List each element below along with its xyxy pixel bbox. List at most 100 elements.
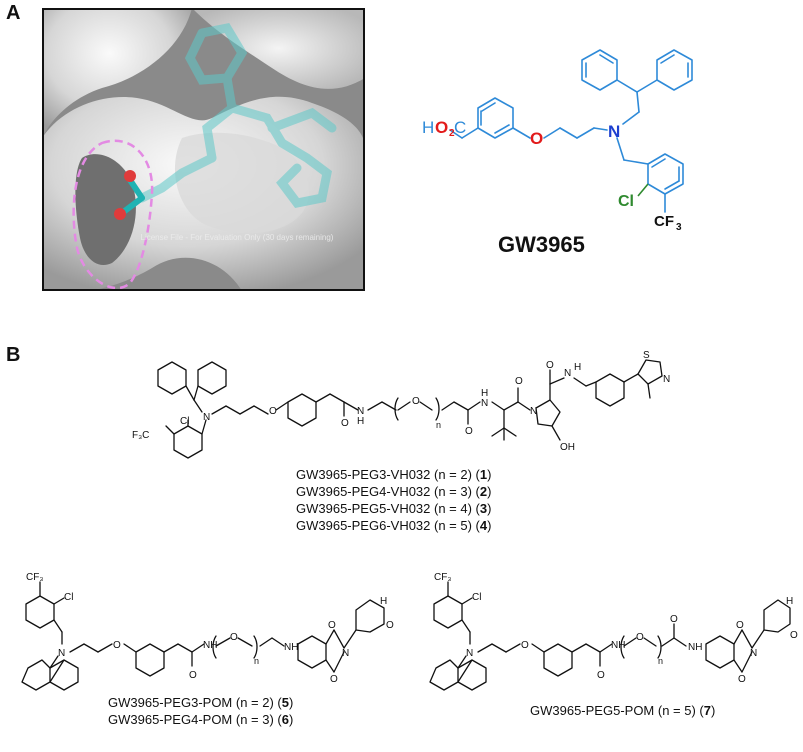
label-o: O (230, 632, 238, 643)
label-n: N (466, 648, 473, 659)
surface-lobe (42, 8, 192, 138)
label-n: N (58, 648, 65, 659)
label-o: O (386, 620, 394, 631)
surface-lobe (192, 8, 365, 89)
label-n: N (530, 406, 537, 417)
label-oh: OH (560, 442, 575, 453)
label-n-subscript: n (254, 656, 259, 666)
label-n: N (342, 648, 349, 659)
watermark-text: License File - For Evaluation Only (30 d… (141, 233, 334, 242)
label-o: O (341, 418, 349, 429)
panel-letter-a: A (6, 2, 21, 24)
panel-frame (42, 8, 365, 291)
ligand-sticks (137, 22, 337, 208)
label-o: O (189, 670, 197, 681)
label-o: O (465, 426, 473, 437)
pocket-outline (72, 139, 154, 290)
label-cf3: CF₃ (26, 572, 43, 583)
label-n: N (663, 374, 670, 385)
phenyl-ring (656, 49, 693, 91)
label-o: O (269, 406, 277, 417)
atom-cl: Cl (618, 193, 634, 210)
label-h: H (574, 362, 581, 373)
phenyl-ring (581, 49, 618, 91)
atom-h: H (422, 118, 434, 137)
gw3965-structure: H O 2 C O N Cl CF 3 (422, 49, 693, 233)
phenyl-ring (429, 659, 459, 691)
label-nh: N (357, 406, 364, 417)
label-nh: N (564, 368, 571, 379)
compound-caption: GW3965-PEG4-VH032 (n = 3) (2) (296, 484, 492, 499)
label-o: O (670, 614, 678, 625)
glutarimide-ring (763, 599, 791, 633)
pyrrolidine-ring (535, 399, 561, 427)
label-o: O (515, 376, 523, 387)
label-cl: Cl (180, 416, 189, 427)
glutarimide-ring (355, 599, 385, 633)
label-cl: Cl (64, 592, 73, 603)
aryl-ring (135, 643, 165, 677)
phenyl-ring (457, 659, 487, 691)
label-n-subscript: n (436, 420, 441, 430)
atom-c: C (454, 118, 466, 137)
label-o: O (546, 360, 554, 371)
label-cl: Cl (472, 592, 481, 603)
compound-caption: GW3965-PEG4-POM (n = 3) (6) (108, 712, 294, 727)
compound-caption: GW3965-PEG3-POM (n = 2) (5) (108, 695, 294, 710)
oxygen-atom (124, 170, 136, 182)
label-cf3: CF₃ (434, 572, 451, 583)
label-o: O (790, 630, 798, 641)
aryl-ring (595, 373, 625, 407)
label-o: O (736, 620, 744, 631)
compound-caption: GW3965-PEG5-VH032 (n = 4) (3) (296, 501, 492, 516)
label-nh: NH (688, 642, 702, 653)
label-h: H (357, 416, 364, 427)
label-o: O (412, 396, 420, 407)
label-s: S (643, 350, 650, 361)
label-o: O (521, 640, 529, 651)
phenyl-ring (21, 659, 51, 691)
label-f3c: F₃C (132, 430, 149, 441)
vh032-conjugate-structure: F₃C Cl N O O N H O n O N H O N OH O N H … (132, 350, 670, 459)
label-nh: NH (284, 642, 298, 653)
phthalimide-ring (705, 635, 735, 669)
vh032-caption-list: GW3965-PEG3-VH032 (n = 2) (1) GW3965-PEG… (296, 466, 491, 534)
atom-cf3-subscript: 3 (676, 222, 682, 233)
atom-cf: CF (654, 213, 674, 230)
atom-o: O (435, 118, 448, 137)
compound-name: GW3965 (498, 232, 585, 257)
label-nh: NH (203, 640, 217, 651)
label-nh: N (481, 398, 488, 409)
pom-left-caption-list: GW3965-PEG3-POM (n = 2) (5) GW3965-PEG4-… (108, 694, 293, 728)
phenyl-ring (49, 659, 79, 691)
label-n: N (750, 648, 757, 659)
pom-conjugate-structure-right: CF₃ Cl N O O NH O n O NH O O N O H (429, 572, 798, 691)
label-o: O (113, 640, 121, 651)
pom-conjugate-structure-left: CF₃ Cl N O O NH O n NH O O N O H (21, 572, 394, 691)
label-h: H (786, 596, 793, 607)
label-nh: NH (611, 640, 625, 651)
carboxylate-sticks (119, 177, 145, 216)
label-n: N (203, 412, 210, 423)
label-h: H (481, 388, 488, 399)
phenyl-ring (197, 361, 227, 395)
label-n-subscript: n (658, 656, 663, 666)
phenyl-ring (157, 361, 187, 395)
label-o: O (738, 674, 746, 685)
aryl-ring (543, 643, 573, 677)
label-o: O (330, 674, 338, 685)
benzyl-ring (25, 595, 55, 629)
pom-right-caption-list: GW3965-PEG5-POM (n = 5) (7) (530, 702, 715, 719)
label-o: O (597, 670, 605, 681)
label-o: O (328, 620, 336, 631)
phthalimide-ring (297, 635, 327, 669)
label-h: H (380, 596, 387, 607)
atom-n: N (608, 122, 620, 141)
panel-letter-b: B (6, 344, 21, 366)
binding-pocket (75, 154, 136, 266)
aryl-ring (287, 393, 317, 427)
atom-o-subscript: 2 (449, 128, 455, 139)
compound-caption: GW3965-PEG5-POM (n = 5) (7) (530, 703, 716, 718)
thiazole-ring (637, 359, 663, 385)
compound-caption: GW3965-PEG6-VH032 (n = 5) (4) (296, 518, 492, 533)
